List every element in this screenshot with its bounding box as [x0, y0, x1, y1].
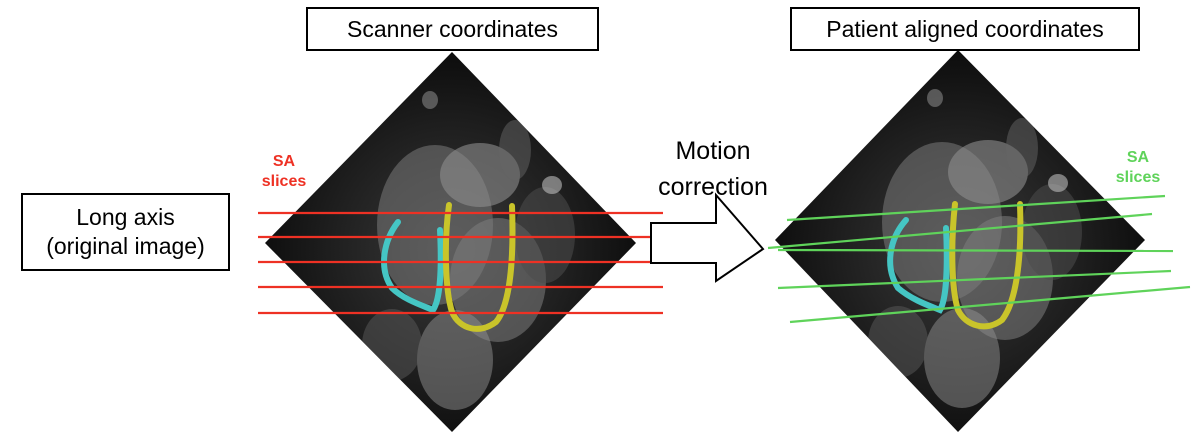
slice-line: [786, 194, 1166, 222]
left-ventricle-contour: [949, 201, 1024, 330]
right-ventricle-contour: [887, 217, 950, 314]
motion-correction-label: Motion correction: [658, 137, 768, 202]
left-ventricle-contour: [442, 202, 516, 332]
mri-image-left: [265, 52, 636, 432]
sa-slices-label-left: SA slices: [261, 153, 307, 190]
right-ventricle-contour: [381, 219, 444, 314]
slice-line: [777, 269, 1172, 290]
slice-line: [767, 212, 1153, 250]
slice-line: [789, 285, 1191, 324]
long-axis-label: Long axis (original image): [21, 193, 230, 271]
mri-image-right: [775, 50, 1145, 432]
slice-line: [777, 248, 1174, 253]
scanner-coordinates-title: Scanner coordinates: [306, 7, 599, 51]
motion-correction-arrow: [650, 192, 765, 283]
sa-slices-left: [258, 211, 663, 315]
patient-aligned-coordinates-title: Patient aligned coordinates: [790, 7, 1140, 51]
sa-slices-label-right: SA slices: [1115, 149, 1161, 186]
sa-slices-right: [767, 194, 1191, 324]
